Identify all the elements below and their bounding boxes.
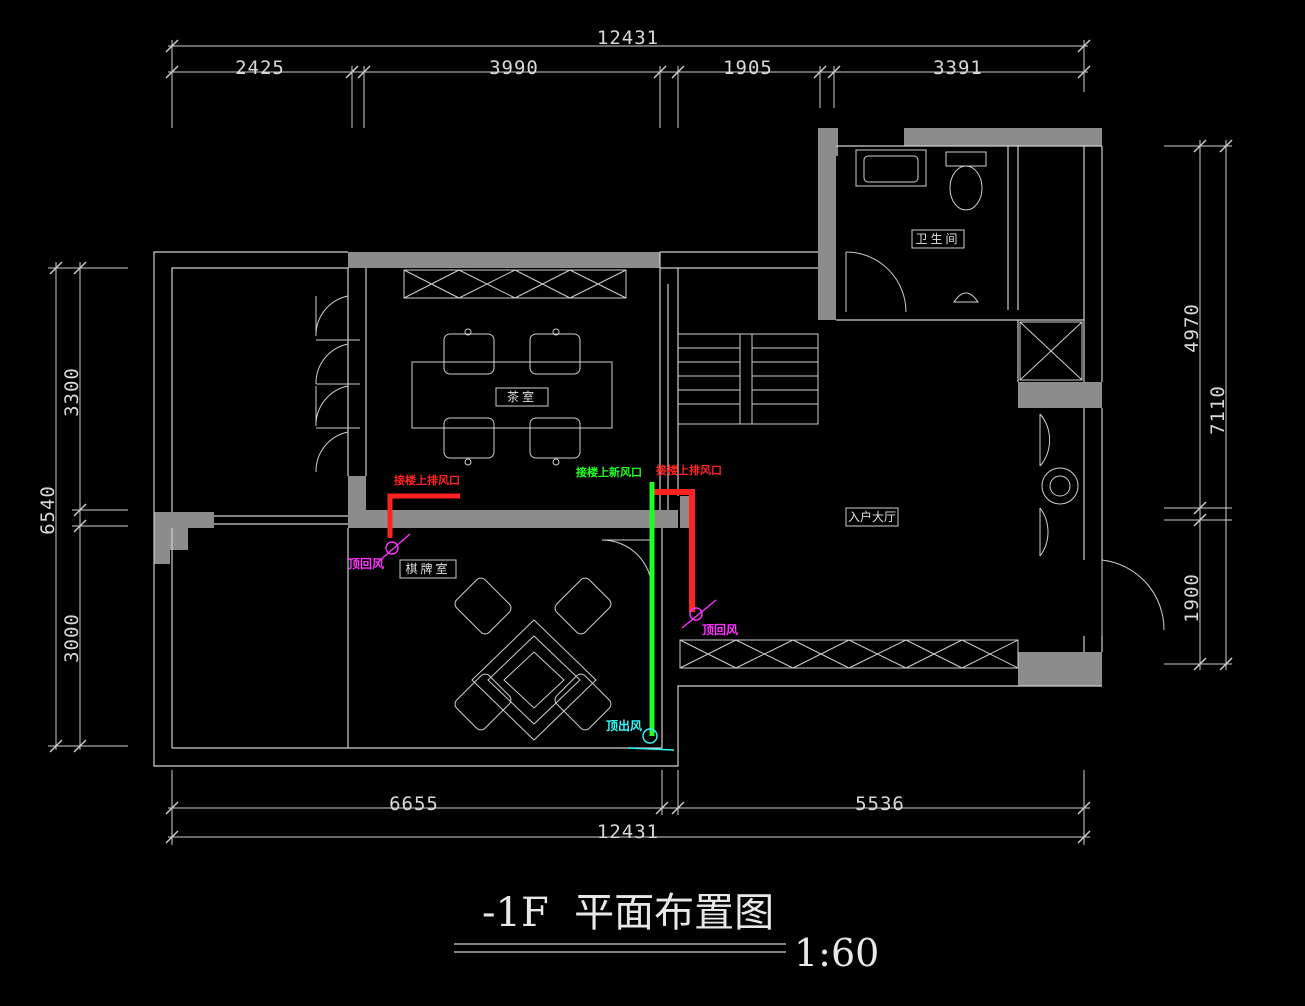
tea-room-cabinet [403, 269, 627, 299]
hall-seating [1039, 413, 1165, 636]
dim-bottom-2: 5536 [855, 793, 905, 815]
drawing-scale: 1:60 [794, 931, 879, 975]
label-supply: 顶出风 [606, 718, 642, 733]
dim-right-2: 1900 [1181, 573, 1203, 623]
exhaust-duct-left [387, 493, 460, 538]
chess-room-door [601, 539, 653, 591]
dim-bottom-1: 6655 [389, 793, 439, 815]
label-fresh-air: 接楼上新风口 [576, 465, 642, 479]
room-label-tea-room: 茶室 [507, 389, 537, 404]
drawing-title: -1F 平面布置图 [482, 890, 774, 936]
left-doors [315, 295, 360, 473]
exhaust-duct-right [652, 489, 695, 612]
return-vent-right [689, 607, 703, 621]
shower-box [1019, 321, 1083, 381]
label-exhaust-left: 接楼上排风口 [394, 473, 460, 487]
dim-top-1: 2425 [235, 57, 285, 79]
walls [154, 128, 1102, 686]
dim-left-total: 6540 [37, 485, 59, 535]
room-label-chess-room: 棋牌室 [405, 561, 450, 576]
dim-top-3: 1905 [723, 57, 773, 79]
hall-cabinet [679, 639, 1019, 669]
supply-vent [642, 728, 658, 744]
dim-left-2: 3000 [61, 613, 83, 663]
dim-right-total: 7110 [1207, 385, 1229, 435]
room-label-frames [399, 229, 965, 579]
return-vent-left [385, 541, 399, 555]
vents [377, 533, 717, 751]
room-label-bathroom: 卫生间 [915, 232, 960, 246]
tea-table [411, 328, 613, 466]
dim-top-4: 3391 [933, 57, 983, 79]
dim-bottom-total: 12431 [597, 821, 659, 843]
dim-left-1: 3300 [61, 367, 83, 417]
bathroom-fixtures [845, 149, 987, 313]
stairs [677, 333, 819, 425]
ducts [387, 482, 695, 736]
room-label-entry-hall: 入户大厅 [848, 509, 896, 524]
label-return-right: 顶回风 [702, 623, 738, 637]
dim-right-1: 4970 [1181, 303, 1203, 353]
chess-table [454, 577, 612, 741]
dim-top-2: 3990 [489, 57, 539, 79]
dimension-ticks [49, 39, 1233, 844]
dim-top-total: 12431 [597, 27, 659, 49]
label-return-left: 顶回风 [348, 557, 384, 571]
label-exhaust-right: 接楼上排风口 [656, 463, 722, 477]
wall-outlines [153, 145, 1103, 767]
